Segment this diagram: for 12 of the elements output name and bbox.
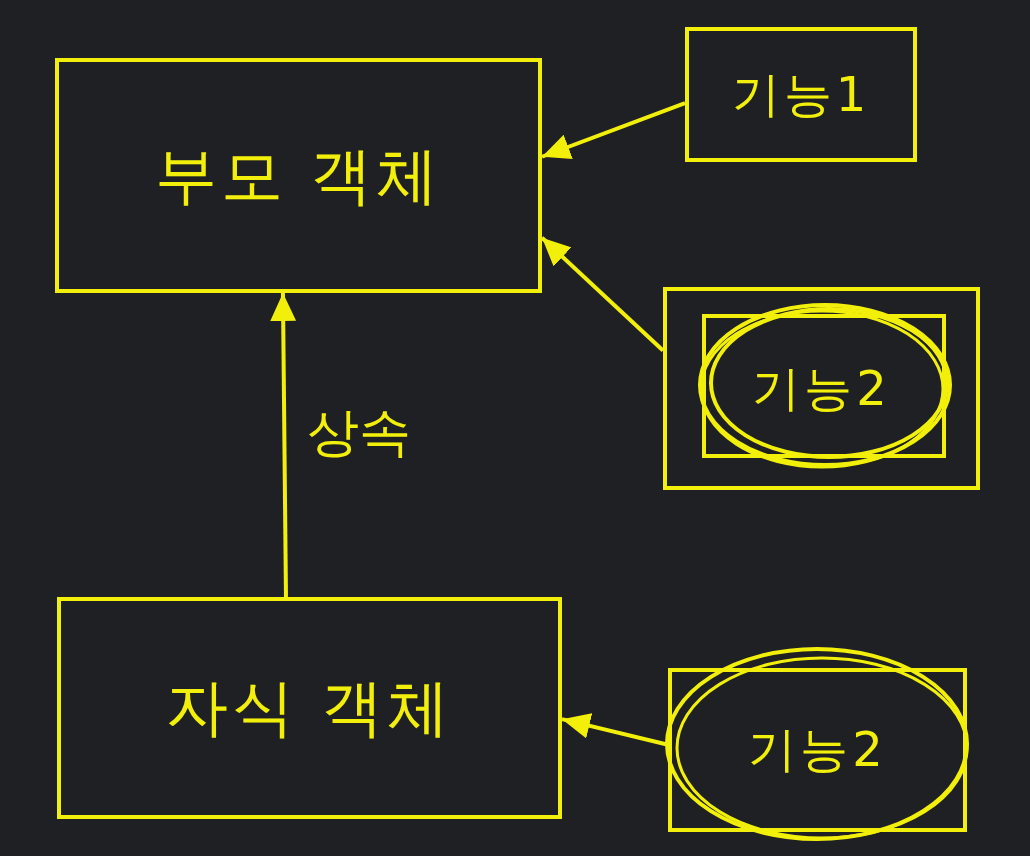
process-box <box>685 27 917 162</box>
box-label: 기능1 <box>731 64 871 124</box>
box-label: 기능2 <box>752 358 891 418</box>
arrow <box>270 293 297 597</box>
process-box <box>663 287 980 490</box>
box-label: 기능2 <box>748 720 887 779</box>
arrow <box>541 101 686 160</box>
process-box <box>57 597 562 819</box>
process-box <box>55 58 542 293</box>
box-label: 자식 객체 <box>165 670 454 746</box>
box-label: 부모 객체 <box>154 137 443 214</box>
arrow <box>540 236 665 352</box>
